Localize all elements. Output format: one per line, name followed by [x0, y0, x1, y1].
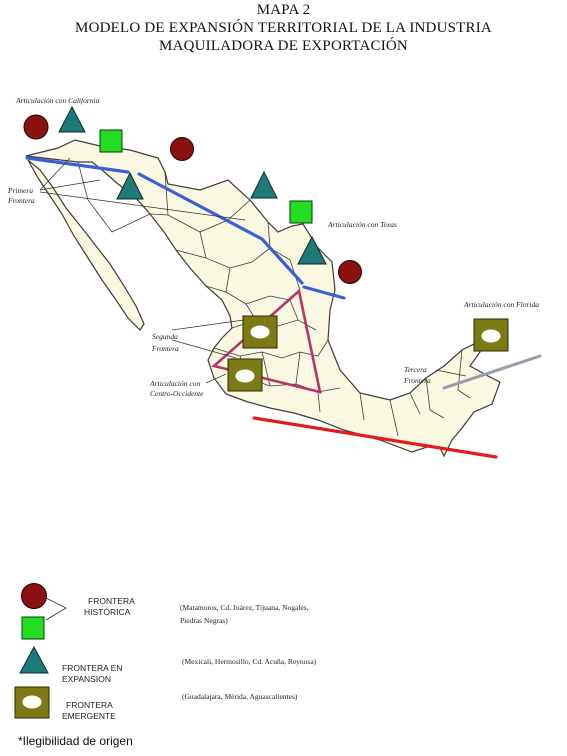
annotation-primera-frontera-2: Frontera: [8, 196, 35, 205]
annotation-florida: Articulación con Florida: [464, 300, 539, 309]
annotation-segunda-frontera-2: Frontera: [152, 344, 179, 353]
leader-lines: [39, 157, 467, 384]
legend-expansion-desc: (Mexicali, Hermosillo, Cd. Acuña, Reynos…: [182, 657, 317, 666]
emergente-marker-guadalajara: [227, 358, 263, 392]
annotation-centro-occidente-2: Centro-Occidente: [150, 389, 204, 398]
tercera-frontera-line: [442, 354, 542, 390]
annotation-centro-occidente-1: Articulación con: [150, 379, 201, 388]
legend-expansion-triangle-icon: [19, 645, 49, 674]
map-title-line3: MAQUILADORA DE EXPORTACIÓN: [159, 38, 408, 54]
baja-california: [27, 159, 145, 331]
legend-historica-label-1: FRONTERA: [88, 596, 135, 606]
expansion-marker-reynosa: [297, 235, 327, 265]
legend-emergente-icon: [14, 686, 50, 719]
expansion-marker-acuna: [250, 170, 278, 199]
legend-historica-desc-1: (Matamoros, Cd. Juárez, Tijuana, Nogales…: [180, 603, 309, 612]
legend-emergente-label-1: FRONTERA: [66, 700, 113, 710]
annotation-tercera-frontera-2: Frontera: [404, 376, 431, 385]
legend-historica-circle-icon: [21, 583, 47, 609]
expansion-marker-hermosillo: [116, 171, 144, 200]
annotation-segunda-frontera-1: Segunda: [152, 332, 178, 341]
historica-square-marker-piedras-negras: [289, 200, 313, 224]
legend-historica-label-2: HISTÓRICA: [84, 607, 131, 617]
emergente-marker-aguascalientes: [242, 315, 278, 349]
historica-square-marker-nogales: [99, 129, 123, 153]
illegibility-note: *Ilegibilidad de origen: [18, 734, 133, 748]
emergente-marker-merida: [473, 318, 509, 352]
centro-occidente-line: [252, 416, 498, 459]
annotation-tercera-frontera-1: Tercera: [404, 365, 427, 374]
legend-historica-square-icon: [21, 616, 45, 640]
annotation-california: Articulación con California: [16, 96, 100, 105]
legend-expansion-label-2: EXPANSION: [62, 674, 111, 684]
map-title-line1: MAPA 2: [256, 2, 311, 18]
legend-expansion-label-1: FRONTERA EN: [62, 663, 123, 673]
primera-frontera-line: [25, 156, 130, 174]
historica-marker-matamoros: [338, 260, 362, 284]
legend-bracket: [45, 597, 67, 621]
annotation-primera-frontera-1: Primera: [8, 186, 33, 195]
expansion-marker-mexicali: [58, 105, 86, 133]
legend-emergente-label-2: EMERGENTE: [62, 711, 116, 721]
primera-frontera-line-tail: [302, 285, 346, 300]
annotation-texas: Articulación con Texas: [328, 220, 397, 229]
legend-historica-desc-2: Piedras Negras): [180, 616, 228, 625]
map-title-line2: MODELO DE EXPANSIÓN TERRITORIAL DE LA IN…: [75, 20, 492, 36]
legend-emergente-desc: (Guadalajara, Mérida, Aguascalientes): [182, 692, 298, 701]
historica-marker-tijuana: [23, 114, 49, 140]
primera-frontera-line-east: [137, 172, 304, 285]
historica-marker-juarez: [170, 137, 194, 161]
